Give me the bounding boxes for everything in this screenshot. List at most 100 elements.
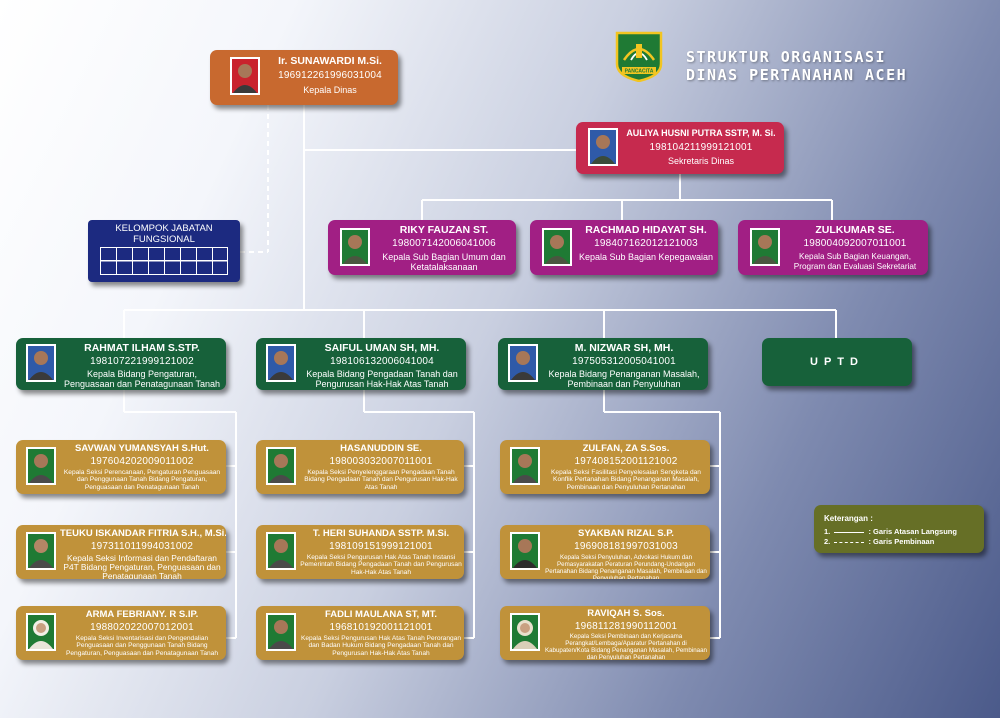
subbag-nip: 198407162012121003 [594, 238, 698, 249]
sekretaris-name: AULIYA HUSNI PUTRA SSTP, M. Si. [626, 128, 776, 138]
seksi-photo [510, 532, 540, 570]
legend-row-solid: 1. : Garis Atasan Langsung [824, 527, 957, 536]
aceh-logo: PANCACITA [614, 30, 664, 83]
legend-row-dashed: 2. : Garis Pembinaan [824, 537, 934, 546]
bidang-name: M. NIZWAR SH, MH. [574, 342, 674, 354]
svg-text:PANCACITA: PANCACITA [625, 69, 654, 75]
seksi-nip: 196810192001121001 [329, 622, 433, 633]
subbag-photo [750, 228, 780, 266]
seksi-name: HASANUDDIN SE. [340, 443, 422, 454]
seksi-name: ARMA FEBRIANY. R S.IP. [85, 609, 199, 620]
seksi-box: SYAKBAN RIZAL S.P. 196908181997031003 Ke… [500, 525, 710, 579]
bidang-box: M. NIZWAR SH, MH. 197505312005041001 Kep… [498, 338, 708, 390]
sekretaris-role: Sekretaris Dinas [667, 156, 735, 166]
seksi-photo [510, 613, 540, 651]
subbag-photo [340, 228, 370, 266]
seksi-box: SAVWAN YUMANSYAH S.Hut. 1976042020090110… [16, 440, 226, 494]
bidang-role: Kepala Bidang Penanganan Masalah, Pembin… [548, 369, 700, 390]
uptd-box: UPTD [762, 338, 912, 386]
bidang-photo [508, 344, 538, 382]
subbag-role: Kepala Sub Bagian Kepegawaian [578, 252, 714, 262]
kepala-dinas-box: Ir. SUNAWARDI M.Si. 196912261996031004 K… [210, 50, 398, 105]
legend-box: Keterangan : 1. : Garis Atasan Langsung … [814, 505, 984, 553]
seksi-role: Kepala Seksi Penyelenggaraan Pengadaan T… [304, 469, 458, 491]
seksi-name: TEUKU ISKANDAR FITRIA S.H., M.Si. [60, 528, 226, 539]
legend-item1-num: 1. [824, 527, 831, 536]
legend-item2-num: 2. [824, 537, 831, 546]
seksi-name: ZULFAN, ZA S.Sos. [582, 443, 670, 454]
seksi-role: Kepala Seksi Penyuluhan, Advokasi Hukum … [545, 554, 707, 579]
seksi-role: Kepala Seksi Inventarisasi dan Pengendal… [65, 635, 219, 657]
sekretaris-box: AULIYA HUSNI PUTRA SSTP, M. Si. 19810421… [576, 122, 784, 174]
subbag-role: Kepala Sub Bagian Umum dan Ketatalaksana… [382, 252, 506, 272]
seksi-photo [26, 532, 56, 570]
seksi-box: TEUKU ISKANDAR FITRIA S.H., M.Si. 197311… [16, 525, 226, 579]
sekretaris-nip: 198104211999121001 [649, 142, 753, 153]
kepala-name: Ir. SUNAWARDI M.Si. [278, 55, 382, 67]
bidang-box: SAIFUL UMAN SH, MH. 198106132006041004 K… [256, 338, 466, 390]
bidang-role: Kepala Bidang Pengadaan Tanah dan Pengur… [306, 369, 458, 389]
seksi-name: RAVIQAH S. Sos. [587, 608, 665, 619]
bidang-name: RAHMAT ILHAM S.STP. [84, 342, 200, 354]
seksi-box: RAVIQAH S. Sos. 196811281990112001 Kepal… [500, 606, 710, 660]
seksi-photo [26, 447, 56, 485]
chart-title-line1: STRUKTUR ORGANISASI [686, 48, 887, 66]
bidang-role: Kepala Bidang Pengaturan, Penguasaan dan… [64, 369, 220, 389]
seksi-photo [510, 447, 540, 485]
kepala-nip: 196912261996031004 [278, 70, 382, 81]
subbag-name: RACHMAD HIDAYAT SH. [585, 224, 707, 236]
subbag-photo [542, 228, 572, 266]
bidang-photo [26, 344, 56, 382]
seksi-name: FADLI MAULANA ST, MT. [324, 609, 438, 620]
fungsional-label: KELOMPOK JABATAN FUNGSIONAL [115, 223, 213, 245]
bidang-nip: 198107221999121002 [90, 356, 194, 367]
seksi-role: Kepala Seksi Pembinaan dan Kerjasama Per… [544, 633, 708, 660]
subbag-name: RIKY FAUZAN ST. [399, 224, 489, 236]
seksi-role: Kepala Seksi Pengurusan Hak Atas Tanah P… [300, 635, 462, 657]
seksi-name: SAVWAN YUMANSYAH S.Hut. [75, 443, 209, 454]
seksi-photo [266, 447, 296, 485]
kelompok-jabatan-fungsional-box: KELOMPOK JABATAN FUNGSIONAL [88, 220, 240, 282]
seksi-nip: 198802022007012001 [90, 622, 194, 633]
legend-item1-text: : Garis Atasan Langsung [868, 527, 957, 536]
seksi-nip: 198109151999121001 [329, 541, 433, 552]
seksi-photo [26, 613, 56, 651]
seksi-photo [266, 613, 296, 651]
kepala-role: Kepala Dinas [303, 85, 357, 95]
bidang-name: SAIFUL UMAN SH, MH. [324, 342, 440, 354]
bidang-nip: 198106132006041004 [330, 356, 434, 367]
seksi-box: ZULFAN, ZA S.Sos. 197408152001121002 Kep… [500, 440, 710, 494]
seksi-role: Kepala Seksi Pengurusan Hak Atas Tanah I… [300, 554, 462, 576]
chart-title-line2: DINAS PERTANAHAN ACEH [686, 66, 908, 84]
subbag-nip: 198004092007011001 [803, 238, 907, 249]
fungsional-grid [100, 247, 228, 275]
seksi-box: T. HERI SUHANDA SSTP. M.Si. 198109151999… [256, 525, 464, 579]
seksi-nip: 197604202009011002 [90, 456, 194, 467]
bidang-box: RAHMAT ILHAM S.STP. 198107221999121002 K… [16, 338, 226, 390]
seksi-nip: 196908181997031003 [574, 541, 678, 552]
seksi-nip: 197311011994031002 [90, 541, 194, 552]
legend-item2-text: : Garis Pembinaan [868, 537, 935, 546]
bidang-nip: 197505312005041001 [572, 356, 676, 367]
seksi-name: T. HERI SUHANDA SSTP. M.Si. [312, 528, 450, 539]
seksi-box: HASANUDDIN SE. 198003032007011001 Kepala… [256, 440, 464, 494]
subbag-box: RIKY FAUZAN ST. 198007142006041006 Kepal… [328, 220, 516, 275]
subbag-box: RACHMAD HIDAYAT SH. 198407162012121003 K… [530, 220, 718, 275]
subbag-name: ZULKUMAR SE. [815, 224, 895, 236]
seksi-role: Kepala Seksi Perencanaan, Pengaturan Pen… [63, 469, 221, 491]
seksi-nip: 198003032007011001 [329, 456, 433, 467]
subbag-role: Kepala Sub Bagian Keuangan, Program dan … [793, 252, 917, 271]
seksi-box: ARMA FEBRIANY. R S.IP. 19880202200701200… [16, 606, 226, 660]
legend-dashed-line [834, 541, 865, 543]
subbag-box: ZULKUMAR SE. 198004092007011001 Kepala S… [738, 220, 928, 275]
seksi-nip: 197408152001121002 [574, 456, 678, 467]
seksi-role: Kepala Seksi Fasilitasi Penyelesaian Sen… [551, 469, 701, 491]
subbag-nip: 198007142006041006 [392, 238, 496, 249]
uptd-label: UPTD [810, 356, 864, 368]
seksi-photo [266, 532, 296, 570]
seksi-role: Kepala Seksi Informasi dan Pendaftaran P… [63, 553, 221, 579]
legend-title: Keterangan : [824, 514, 873, 523]
legend-solid-line [834, 531, 865, 533]
sekretaris-photo [588, 128, 618, 166]
